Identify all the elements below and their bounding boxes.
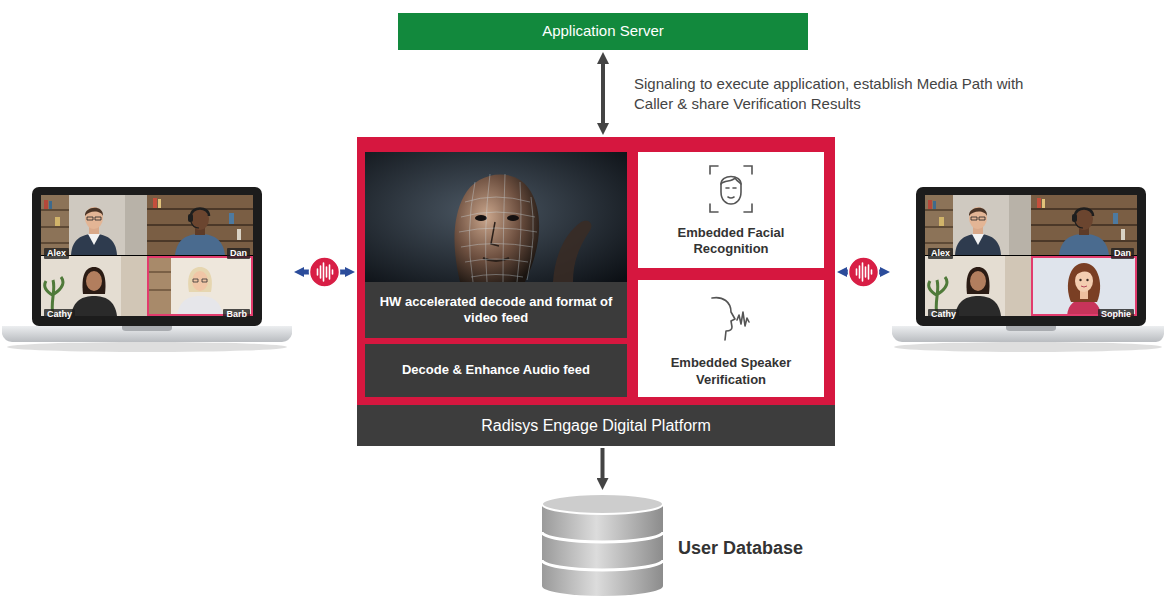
name-tag-slot: Cathy bbox=[928, 303, 959, 321]
laptop-picture-part bbox=[925, 256, 1031, 316]
speaker-verification-icon-part bbox=[712, 298, 735, 340]
participant-name: Alex bbox=[44, 248, 69, 259]
laptop-picture-part bbox=[892, 326, 1164, 342]
audio-wave-icon bbox=[310, 257, 340, 287]
participant-name: Cathy bbox=[928, 309, 959, 320]
server-box: Application Server bbox=[398, 13, 808, 50]
name-tag-slot: Dan bbox=[227, 242, 250, 260]
text-area: Application Server bbox=[398, 13, 808, 50]
face-scan-picture-part bbox=[475, 215, 487, 221]
participant-name: Cathy bbox=[44, 309, 75, 320]
facial-recognition-icon-part bbox=[710, 166, 752, 212]
laptop-picture-part bbox=[1006, 326, 1056, 331]
name-tag-slot: Alex bbox=[928, 242, 953, 260]
facial-recognition-icon bbox=[708, 164, 754, 214]
laptop-picture-part bbox=[2, 326, 292, 342]
platform-name: Radisys Engage Digital Platform bbox=[481, 416, 710, 436]
function-name: Embedded Facial Recognition bbox=[646, 225, 816, 258]
database-cylinder-picture bbox=[540, 492, 665, 598]
laptop-picture-part bbox=[122, 326, 172, 331]
laptop-picture-part bbox=[925, 195, 1137, 316]
function-name: Decode & Enhance Audio feed bbox=[402, 362, 590, 378]
name-tag-slot: Cathy bbox=[44, 303, 75, 321]
name-tag-slot: Barb bbox=[223, 303, 250, 321]
speaker-verification-box: Embedded Speaker Verification bbox=[638, 280, 824, 397]
speaker-verification-icon-part bbox=[737, 312, 749, 326]
participant-name: Sophie bbox=[1098, 309, 1134, 320]
laptop-picture-part bbox=[894, 342, 1162, 352]
face-scan-picture-part bbox=[459, 174, 537, 282]
laptop-picture-part bbox=[41, 256, 147, 316]
face-scan-picture-part bbox=[553, 221, 591, 282]
laptop-picture bbox=[2, 187, 292, 357]
participant-name: Alex bbox=[928, 248, 953, 259]
database-cylinder-picture-part bbox=[542, 504, 663, 596]
connector-arrow bbox=[601, 448, 605, 478]
laptop-picture-part bbox=[41, 195, 253, 316]
server-name: Application Server bbox=[542, 22, 664, 41]
laptop-picture-part bbox=[32, 187, 262, 326]
database-cylinder: User Database bbox=[540, 492, 665, 598]
laptop-picture bbox=[892, 187, 1164, 357]
database-cylinder-picture-part bbox=[542, 532, 663, 570]
laptop-picture-part bbox=[147, 256, 253, 316]
laptop-picture-part bbox=[925, 195, 1031, 255]
speaker-verification-icon-part bbox=[712, 298, 749, 340]
text-area: User Database bbox=[678, 537, 803, 560]
function-name: Embedded Speaker Verification bbox=[646, 355, 816, 388]
audio-wave-icon-part bbox=[318, 263, 333, 281]
laptop-picture-part bbox=[41, 195, 147, 255]
name-tag-slot: Alex bbox=[44, 242, 69, 260]
audio-wave-icon-part bbox=[310, 257, 340, 287]
connector-arrow bbox=[601, 64, 605, 123]
text-area: Embedded Facial Recognition bbox=[638, 214, 824, 268]
laptop-picture-part bbox=[1031, 256, 1137, 316]
laptop-picture-part bbox=[916, 187, 1146, 326]
database-cylinder-picture-part bbox=[542, 494, 663, 514]
function-name: HW accelerated decode and format of vide… bbox=[373, 294, 619, 327]
face-scan-picture-part bbox=[491, 222, 499, 246]
face-scan-picture-part bbox=[507, 215, 519, 221]
connector-group bbox=[304, 64, 880, 478]
face-scan-picture-part bbox=[454, 174, 539, 282]
name-tag-slot: Sophie bbox=[1098, 303, 1134, 321]
text-area: Embedded Speaker Verification bbox=[638, 346, 824, 397]
laptop-client: Alex DanCathy Sophie bbox=[892, 187, 1164, 357]
signaling-label: Signaling to execute application, establ… bbox=[634, 74, 1024, 113]
speaker-verification-icon bbox=[706, 294, 756, 344]
audio-wave-icon bbox=[849, 257, 879, 287]
participant-name: Dan bbox=[227, 248, 250, 259]
laptop-client: Alex DanCathy Barb bbox=[2, 187, 292, 357]
edge-label-holder: Signaling to execute application, establ… bbox=[634, 74, 1024, 113]
laptop-picture-part bbox=[7, 342, 287, 352]
participant-name: Barb bbox=[223, 309, 250, 320]
database-name: User Database bbox=[678, 537, 803, 560]
platform-frame: HW accelerated decode and format of vide… bbox=[357, 137, 835, 446]
audio-wave-icon-part bbox=[849, 257, 879, 287]
facial-recognition-icon-part bbox=[710, 166, 752, 212]
facial-recognition-icon-part bbox=[721, 178, 741, 184]
facial-recognition-icon-part bbox=[726, 188, 736, 198]
text-area: Radisys Engage Digital Platform bbox=[357, 405, 835, 446]
audio-wave-icon-part bbox=[857, 263, 872, 281]
name-tag-slot: Dan bbox=[1111, 242, 1134, 260]
laptop-picture-part bbox=[147, 195, 253, 255]
text-area: Decode & Enhance Audio feed bbox=[365, 344, 627, 397]
facial-recognition-box: Embedded Facial Recognition bbox=[638, 152, 824, 268]
face-scan-picture bbox=[365, 152, 627, 282]
face-scan-picture-part bbox=[365, 152, 627, 282]
laptop-picture-part bbox=[1031, 195, 1137, 255]
participant-name: Dan bbox=[1111, 248, 1134, 259]
text-area: HW accelerated decode and format of vide… bbox=[365, 282, 627, 338]
facial-recognition-icon-part bbox=[721, 177, 741, 205]
video-decode-box: HW accelerated decode and format of vide… bbox=[365, 152, 627, 338]
face-scan-picture-part bbox=[469, 174, 533, 282]
audio-decode-box: Decode & Enhance Audio feed bbox=[365, 344, 627, 397]
